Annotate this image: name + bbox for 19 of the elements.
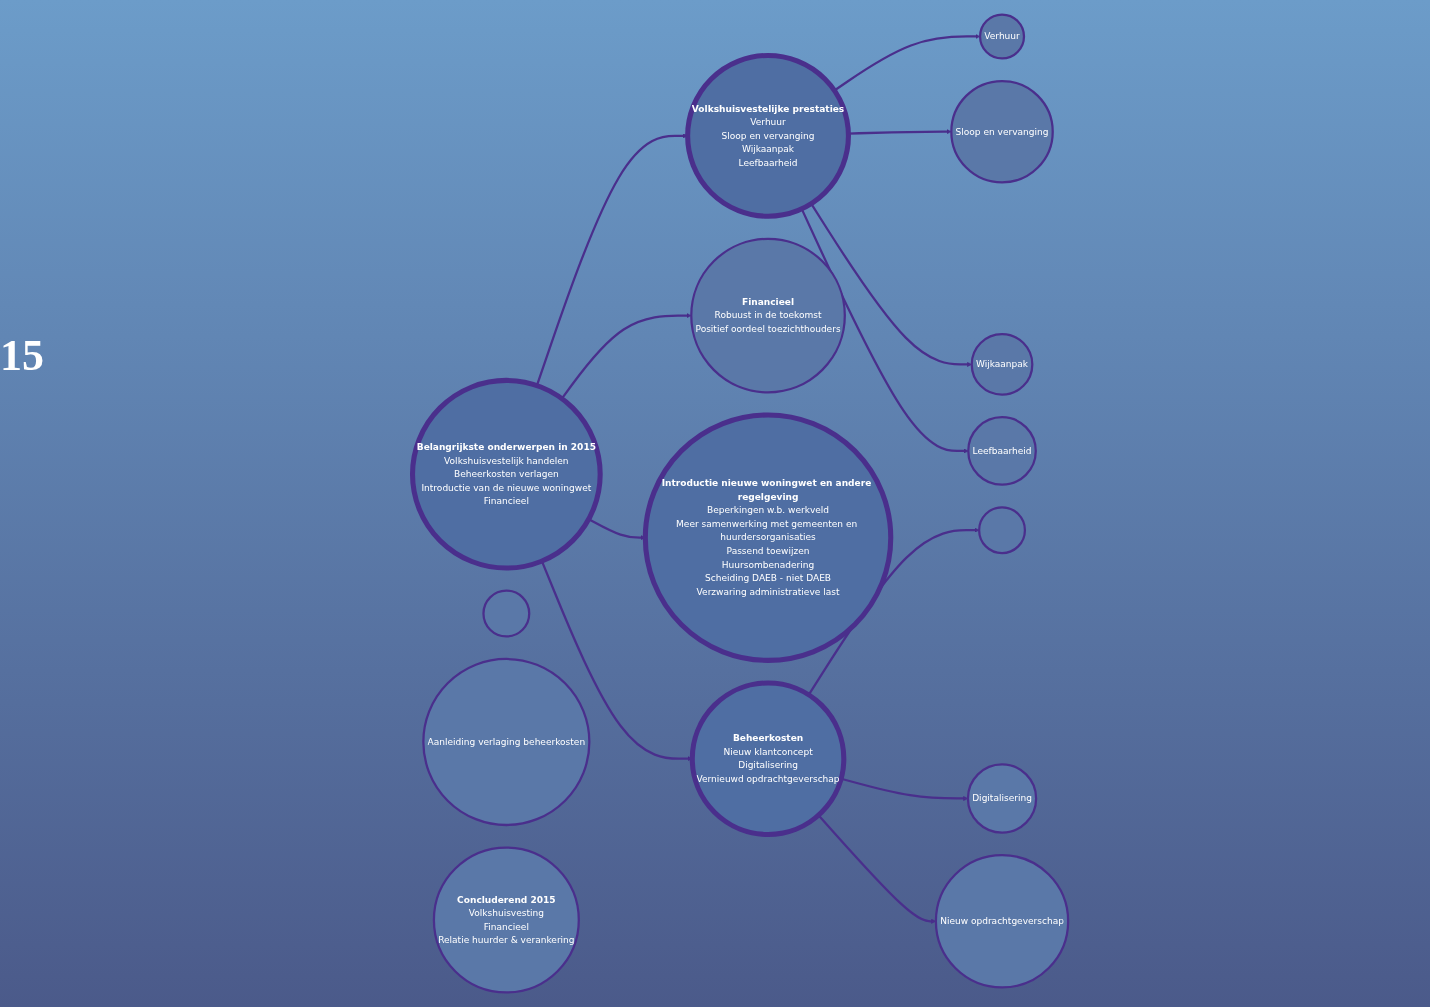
cut-off-title-text: 15 [0,330,44,381]
node-circle: Aanleiding verlaging beheerkosten [421,657,591,827]
node-circle: Digitalisering [966,763,1037,834]
arrow [817,814,936,924]
node-circle [977,506,1026,555]
node-circle: Sloop en vervanging [949,79,1054,184]
node-circle: Nieuw opdrachtgeverschap [934,854,1069,989]
node-circle: Belangrijkste onderwerpen in 2015 Volkshuisvestelijk handelen Beheerkosten verlagen Introductie van de nieuwe woningwet Financieel [409,377,603,571]
node-circle: Wijkaanpak [970,333,1034,396]
node-circle [482,589,530,638]
node-circle: Leefbaarheid [966,416,1037,486]
arrow [809,203,972,367]
node-circle: Volkshuisvestelijke prestaties Verhuur Sloop en vervanging Wijkaanpak Leefbaarheid [684,52,851,219]
arrow [560,313,692,400]
node-circle: Concluderend 2015 Volkshuisvesting Financieel Relatie huurder & verankering [432,846,580,994]
node-circle: Introductie nieuwe woningwet en andere regelgeving Beperkingen w.b. werkveld Meer samenwerking met gemeenten en huurdersorganisaties Passend toewijzen Huursombenadering Scheiding DAEB - niet DAEB Verzwaring administratieve last [642,412,893,663]
node-circle: Beheerkosten Nieuw klantconcept Digitalisering Vernieuwd opdrachtgeverschap [689,680,846,838]
node-circle: Verhuur [978,13,1025,60]
node-circle: Financieel Robuust in de toekomst Positief oordeel toezichthouders [689,237,846,394]
